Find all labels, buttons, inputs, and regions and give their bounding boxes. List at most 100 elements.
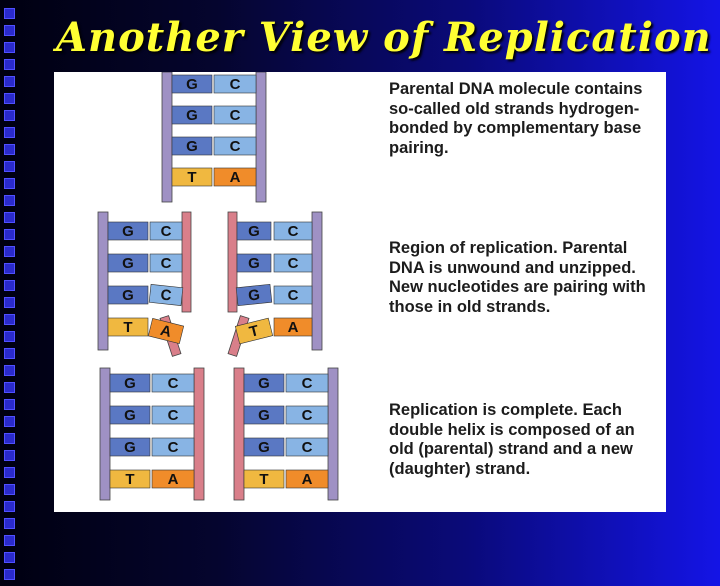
fork-right-pair4-new-base-label: T xyxy=(248,322,261,341)
daughter-left-pair4-left-base-group: T xyxy=(109,469,151,489)
caption-replication-region: Region of replication. Parental DNA is u… xyxy=(389,239,646,316)
fork-left-pair1-new-base-group: C xyxy=(149,221,183,241)
fork-right-pair3-new-base-group: G xyxy=(235,283,273,307)
caption-replication-complete: Replication is complete. Each double hel… xyxy=(389,401,635,478)
daughter-left-pair1-right-base xyxy=(151,373,195,393)
caption-parental-dna: Parental DNA molecule contains so-called… xyxy=(389,80,643,157)
fork-left-pair3-new-base-group: C xyxy=(148,284,184,306)
fork-left-pair3-new-base xyxy=(148,284,184,306)
fork-left-pair1-new-base xyxy=(149,221,183,241)
daughter-left-pair1-left-base xyxy=(109,373,151,393)
parental-pair3-left-base xyxy=(171,136,213,156)
daughter-left-pair3-left-base-group: G xyxy=(109,437,151,457)
fork-right-pair4-old-base-label: A xyxy=(288,319,299,336)
daughter-right-pair3-left-base-label: G xyxy=(258,439,270,456)
daughter-right-pair2-left-base-label: G xyxy=(258,407,270,424)
daughter-right-pair1-right-base-group: C xyxy=(285,373,329,393)
fork-left-pair1-old-base-label: G xyxy=(122,223,134,240)
slide-bullet-column xyxy=(4,8,18,586)
daughter-left-pair3-right-base xyxy=(151,437,195,457)
daughter-left-pair2-right-base xyxy=(151,405,195,425)
fork-left-pair2-old-base-label: G xyxy=(122,255,134,272)
daughter-left-pair1-left-base-group: G xyxy=(109,373,151,393)
daughter-right-pair1-left-base xyxy=(243,373,285,393)
fork-right-pair3-old-base-label: C xyxy=(288,287,299,304)
daughter-left-left-strand xyxy=(99,367,111,501)
daughter-left-pair1-left-base-label: G xyxy=(124,375,136,392)
daughter-left-pair3-left-base-label: G xyxy=(124,439,136,456)
daughter-left-right-strand xyxy=(193,367,205,501)
fork-right-pair2-new-base-label: G xyxy=(248,255,260,272)
daughter-right-pair2-right-base-group: C xyxy=(285,405,329,425)
daughter-left-pair2-left-base-group: G xyxy=(109,405,151,425)
daughter-right-pair3-right-base-group: C xyxy=(285,437,329,457)
parental-pair2-left-base-label: G xyxy=(186,107,198,124)
daughter-right-pair1-right-base xyxy=(285,373,329,393)
fork-left-pair4-new-base-group: A xyxy=(147,318,185,344)
fork-left-pair2-old-base xyxy=(107,253,149,273)
parental-pair4-right-base-label: A xyxy=(230,169,241,186)
daughter-right-pair4-left-base-label: T xyxy=(259,471,268,488)
fork-right-pair3-new-base xyxy=(235,283,273,307)
daughter-right-left-strand xyxy=(233,367,245,501)
daughter-right-pair1-left-base-label: G xyxy=(258,375,270,392)
daughter-right-pair4-right-base xyxy=(285,469,329,489)
daughter-right-pair1-right-base-label: C xyxy=(302,375,313,392)
parental-pair4-left-base-group: T xyxy=(171,167,213,187)
parental-pair2-right-base-group: C xyxy=(213,105,257,125)
daughter-left-pair4-left-base-label: T xyxy=(125,471,134,488)
daughter-right-pair4-left-base-group: T xyxy=(243,469,285,489)
fork-right-pair4-new-base-group: T xyxy=(234,317,274,345)
parental-left-strand xyxy=(161,72,173,203)
parental-pair1-left-base xyxy=(171,74,213,94)
parental-pair2-right-base-label: C xyxy=(230,107,241,124)
parental-pair4-left-base xyxy=(171,167,213,187)
fork-left-pair1-old-base-group: G xyxy=(107,221,149,241)
fork-right-pair1-new-base-group: G xyxy=(236,221,272,241)
daughter-left-pair2-left-base-label: G xyxy=(124,407,136,424)
fork-left-pair1-new-base-label: C xyxy=(161,223,172,240)
daughter-left-pair2-right-base-label: C xyxy=(168,407,179,424)
daughter-left-pair2-left-base xyxy=(109,405,151,425)
daughter-right-pair1-left-base-group: G xyxy=(243,373,285,393)
parental-pair4-right-base xyxy=(213,167,257,187)
daughter-left-pair3-left-base xyxy=(109,437,151,457)
fork-right-pair2-old-base-label: C xyxy=(288,255,299,272)
daughter-left-pair4-right-base xyxy=(151,469,195,489)
daughter-left-pair4-left-base xyxy=(109,469,151,489)
fork-left-pair4-new-base xyxy=(147,318,185,344)
daughter-right-pair2-right-base xyxy=(285,405,329,425)
fork-right-pair2-new-base-group: G xyxy=(236,253,272,273)
daughter-left-pair3-right-base-label: C xyxy=(168,439,179,456)
fork-left-pair2-old-base-group: G xyxy=(107,253,149,273)
parental-pair1-right-base-group: C xyxy=(213,74,257,94)
daughter-right-pair4-left-base xyxy=(243,469,285,489)
fork-right-old-strand xyxy=(311,211,323,351)
fork-left-pair4-new-base-label: A xyxy=(159,322,174,341)
parental-pair1-left-base-group: G xyxy=(171,74,213,94)
daughter-left-pair4-right-base-label: A xyxy=(168,471,179,488)
fork-right-pair1-old-base xyxy=(273,221,313,241)
fork-right-pair2-old-base xyxy=(273,253,313,273)
parental-pair3-right-base-label: C xyxy=(230,138,241,155)
parental-pair2-left-base xyxy=(171,105,213,125)
fork-left-pair4-old-base-group: T xyxy=(107,317,149,337)
daughter-right-right-strand xyxy=(327,367,339,501)
fork-right-pair3-old-base-group: C xyxy=(273,285,313,305)
daughter-right-pair2-right-base-label: C xyxy=(302,407,313,424)
parental-pair3-right-base-group: C xyxy=(213,136,257,156)
fork-right-pair4-new-base xyxy=(234,317,274,345)
daughter-left-pair2-right-base-group: C xyxy=(151,405,195,425)
fork-right-new-strand xyxy=(227,211,238,313)
fork-left-pair3-old-base xyxy=(107,285,149,305)
parental-pair3-left-base-group: G xyxy=(171,136,213,156)
daughter-right-pair3-right-base-label: C xyxy=(302,439,313,456)
parental-pair2-left-base-group: G xyxy=(171,105,213,125)
parental-pair1-right-base xyxy=(213,74,257,94)
parental-right-strand xyxy=(255,72,267,203)
fork-left-pair4-old-base xyxy=(107,317,149,337)
parental-pair4-right-base-group: A xyxy=(213,167,257,187)
fork-left-old-strand xyxy=(97,211,109,351)
daughter-right-pair3-left-base xyxy=(243,437,285,457)
